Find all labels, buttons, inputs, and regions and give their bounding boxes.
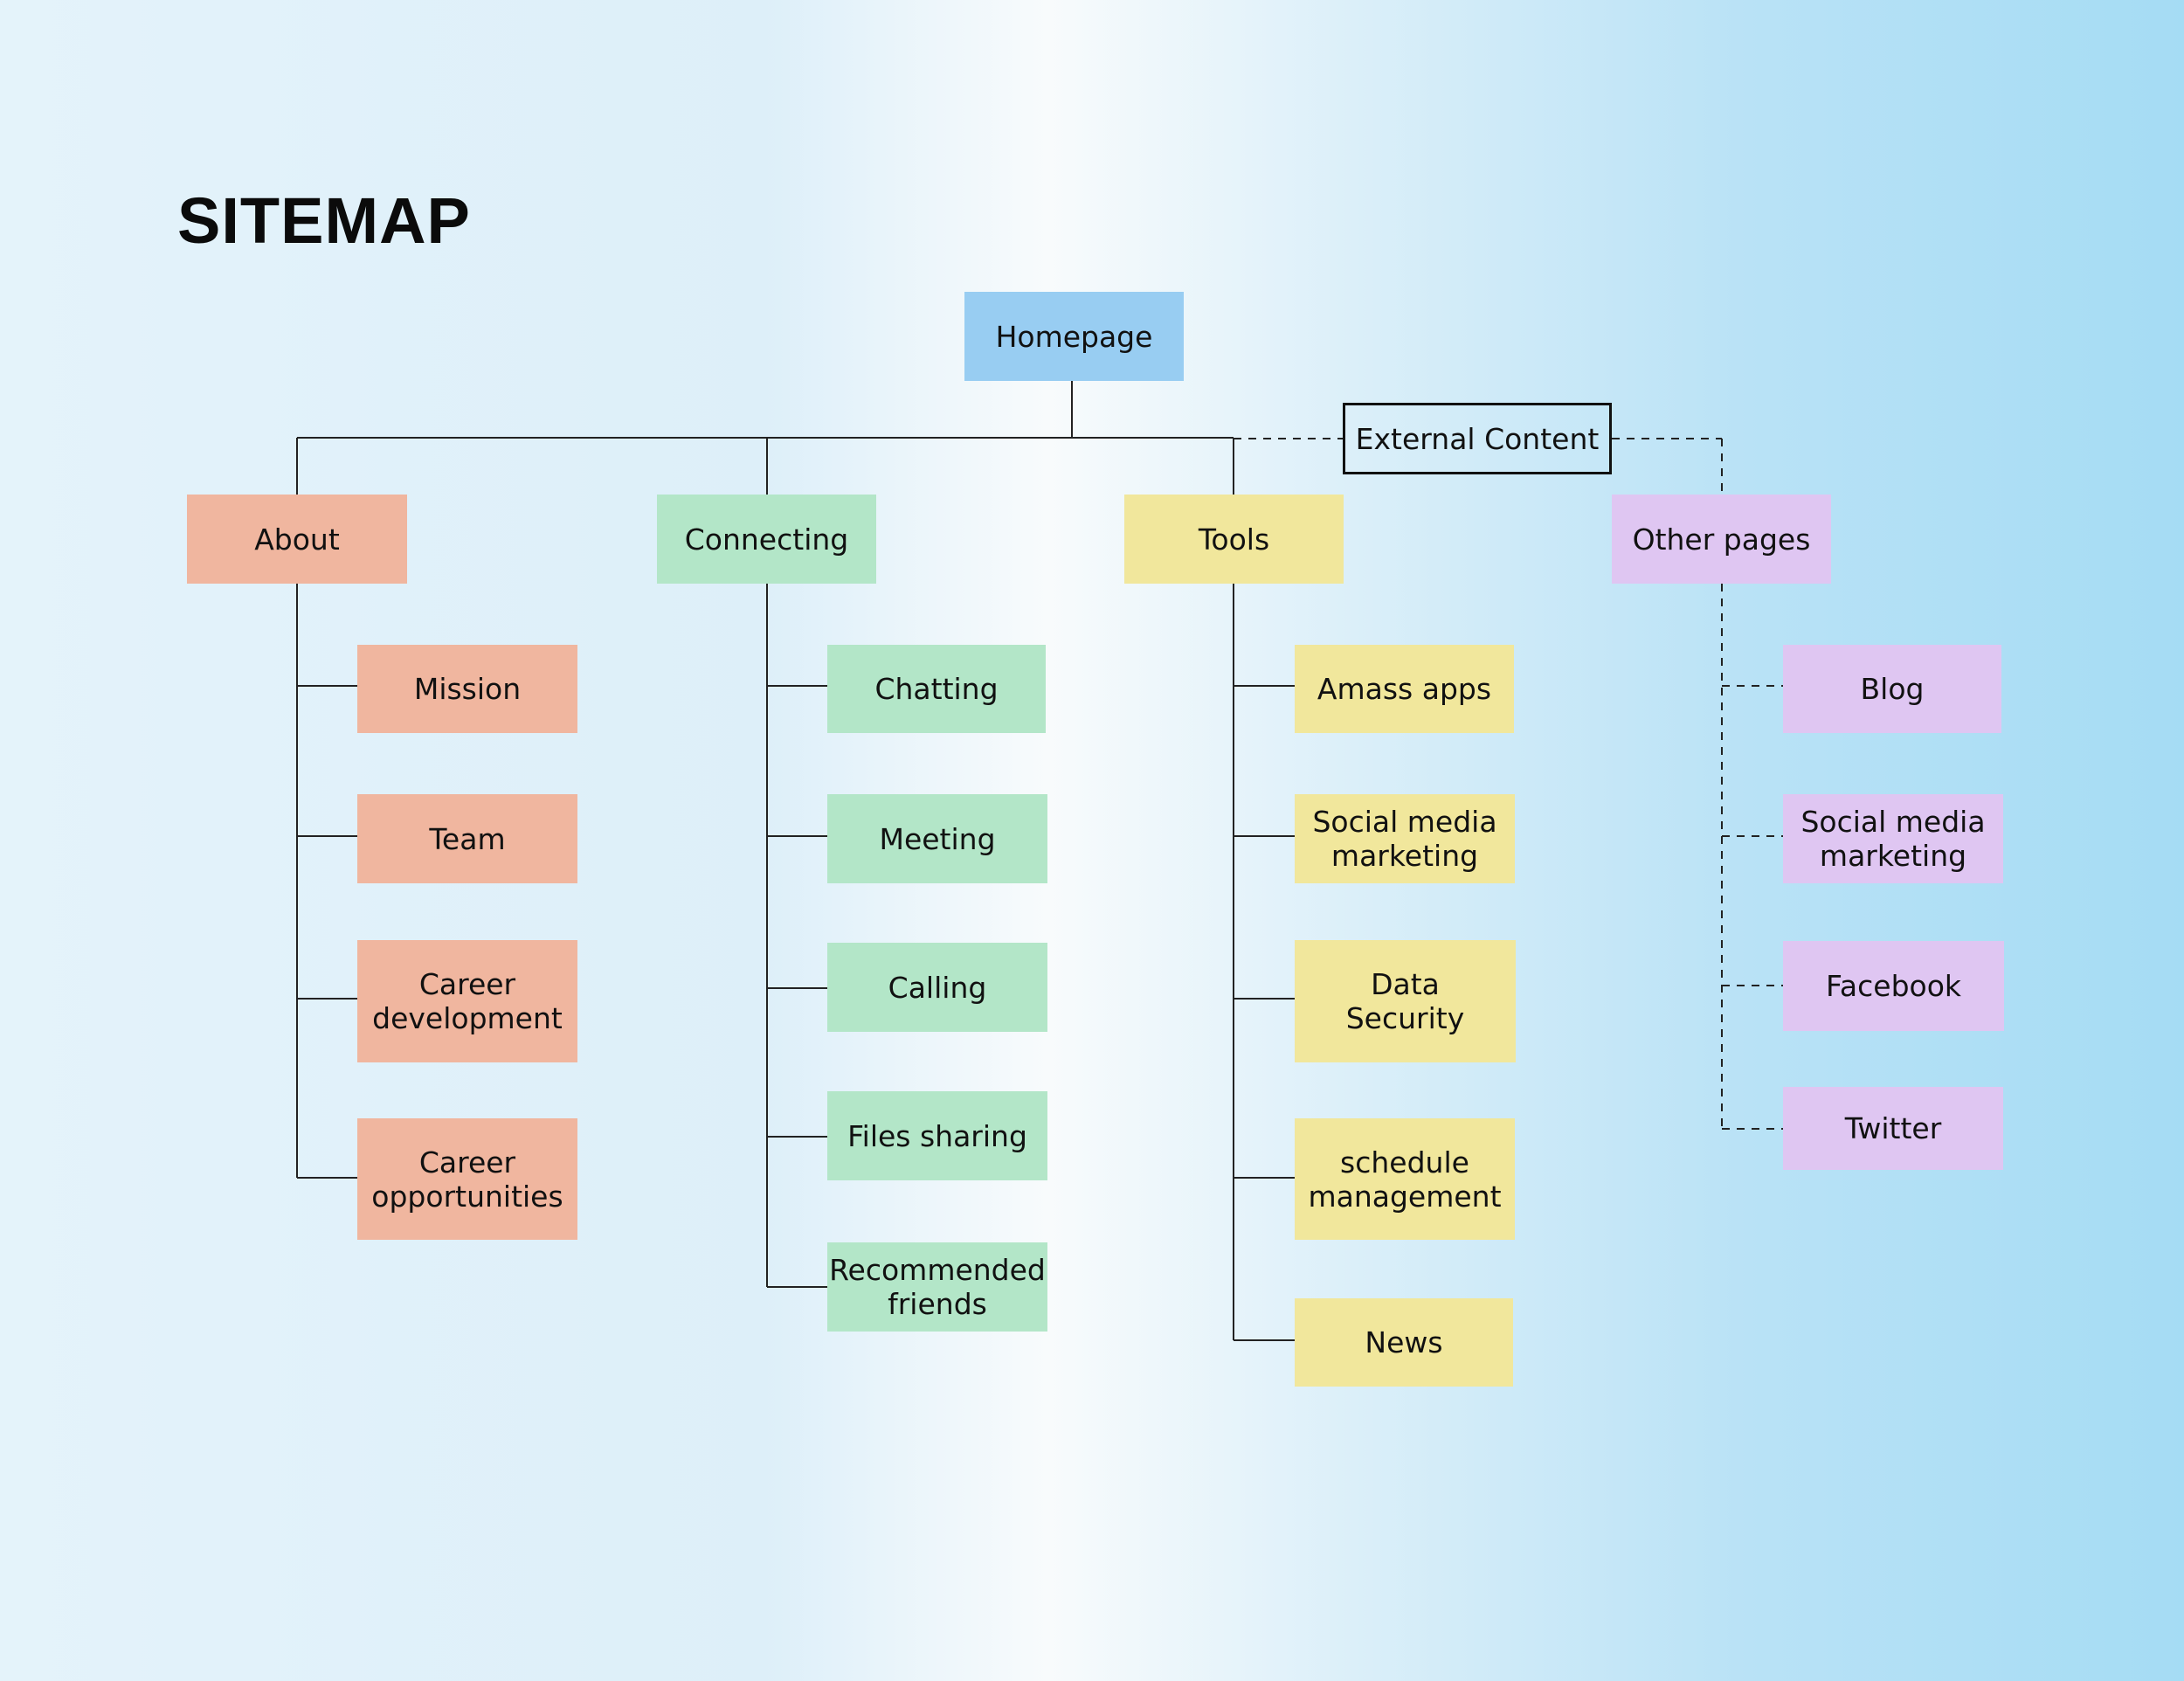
- tools-child-social-media-marketing[interactable]: Social media marketing: [1295, 794, 1515, 883]
- about-child-team[interactable]: Team: [357, 794, 577, 883]
- tools-child-data-security[interactable]: Data Security: [1295, 940, 1516, 1062]
- tools-node[interactable]: Tools: [1124, 495, 1344, 584]
- connecting-child-calling[interactable]: Calling: [827, 943, 1047, 1032]
- page-title: SITEMAP: [177, 184, 471, 257]
- tools-child-amass-apps[interactable]: Amass apps: [1295, 645, 1514, 733]
- homepage-node[interactable]: Homepage: [964, 292, 1184, 381]
- connecting-child-meeting[interactable]: Meeting: [827, 794, 1047, 883]
- about-child-career-opportunities[interactable]: Career opportunities: [357, 1118, 577, 1240]
- other-pages-child-blog[interactable]: Blog: [1783, 645, 2001, 733]
- about-child-career-development[interactable]: Career development: [357, 940, 577, 1062]
- about-child-mission[interactable]: Mission: [357, 645, 577, 733]
- connecting-node[interactable]: Connecting: [657, 495, 876, 584]
- about-node[interactable]: About: [187, 495, 407, 584]
- tools-child-schedule-management[interactable]: schedule management: [1295, 1118, 1515, 1240]
- other-pages-child-social-media-marketing[interactable]: Social media marketing: [1783, 794, 2003, 883]
- connecting-child-chatting[interactable]: Chatting: [827, 645, 1046, 733]
- other-pages-child-facebook[interactable]: Facebook: [1783, 941, 2004, 1031]
- connecting-child-recommended-friends[interactable]: Recommended friends: [827, 1242, 1047, 1332]
- connecting-child-files-sharing[interactable]: Files sharing: [827, 1091, 1047, 1180]
- other-pages-node[interactable]: Other pages: [1612, 495, 1831, 584]
- external-content-node[interactable]: External Content: [1343, 403, 1612, 474]
- tools-child-news[interactable]: News: [1295, 1298, 1513, 1387]
- other-pages-child-twitter[interactable]: Twitter: [1783, 1087, 2003, 1170]
